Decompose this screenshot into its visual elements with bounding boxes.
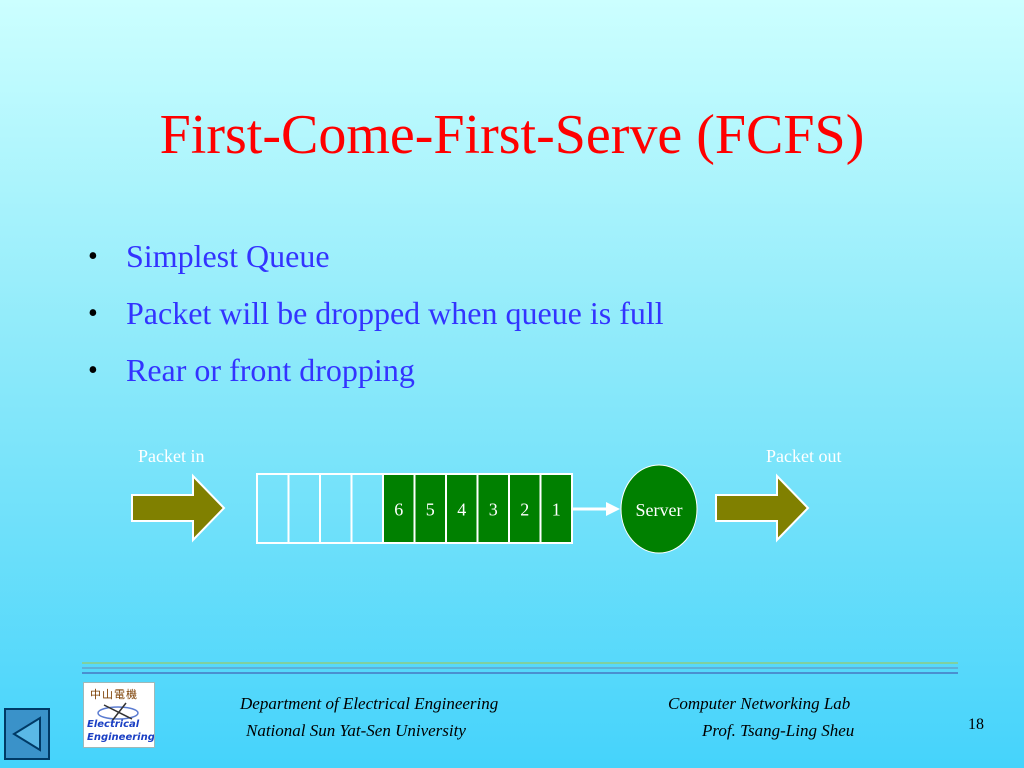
department-logo: 中山電機 Electrical Engineering xyxy=(83,682,155,748)
footer-rule-middle xyxy=(82,667,958,669)
queue-packet-label: 4 xyxy=(457,500,466,520)
server-node xyxy=(620,464,698,554)
queue-packet-label: 3 xyxy=(489,500,498,520)
logo-word-engineering: Engineering xyxy=(87,732,155,743)
footer-rule-top xyxy=(82,662,958,664)
queue-slot-empty xyxy=(319,473,353,544)
packet-in-arrow-icon xyxy=(131,473,226,543)
bullet-text: Rear or front dropping xyxy=(126,352,415,388)
previous-slide-button[interactable] xyxy=(4,708,50,760)
queue-slot-filled xyxy=(476,473,510,544)
queue-packet-label: 6 xyxy=(394,500,403,520)
queue-slot-filled xyxy=(382,473,416,544)
queue-slot-filled xyxy=(445,473,479,544)
bullet-item: • Simplest Queue xyxy=(88,228,664,285)
queue-slot-empty xyxy=(256,473,290,544)
packet-out-arrow-icon xyxy=(715,473,810,543)
logo-plane-icon xyxy=(97,702,139,722)
footer-dept-line1: Department of Electrical Engineering xyxy=(240,694,499,713)
packet-in-label: Packet in xyxy=(138,446,205,466)
connector-arrow-icon xyxy=(572,502,620,516)
logo-cjk-text: 中山電機 xyxy=(90,688,138,701)
bullet-marker: • xyxy=(88,355,98,386)
slide-title: First-Come-First-Serve (FCFS) xyxy=(159,104,865,166)
footer-dept-line2: National Sun Yat-Sen University xyxy=(246,721,466,740)
bullet-item: • Rear or front dropping xyxy=(88,342,664,399)
footer-rule-bottom xyxy=(82,672,958,674)
server-label: Server xyxy=(636,500,683,520)
queue-packet-label: 5 xyxy=(426,500,435,520)
bullet-marker: • xyxy=(88,241,98,272)
queue-packet-label: 1 xyxy=(552,500,561,520)
bullet-item: • Packet will be dropped when queue is f… xyxy=(88,285,664,342)
footer-lab-line1: Computer Networking Lab xyxy=(668,694,851,713)
logo-word-electrical: Electrical xyxy=(87,719,140,730)
page-number: 18 xyxy=(968,716,984,733)
bullet-text: Packet will be dropped when queue is ful… xyxy=(126,295,664,331)
queue-slot-filled xyxy=(539,473,573,544)
bullet-marker: • xyxy=(88,298,98,329)
queue-packet-label: 2 xyxy=(520,500,529,520)
queue: 6 5 4 3 2 1 xyxy=(256,473,573,544)
queue-slot-empty xyxy=(287,473,321,544)
queue-slot-empty xyxy=(350,473,384,544)
bullet-list: • Simplest Queue • Packet will be droppe… xyxy=(88,228,664,399)
bullet-text: Simplest Queue xyxy=(126,238,330,274)
packet-out-label: Packet out xyxy=(766,446,842,466)
footer-lab-line2: Prof. Tsang-Ling Sheu xyxy=(702,721,855,740)
back-triangle-icon xyxy=(12,716,41,752)
